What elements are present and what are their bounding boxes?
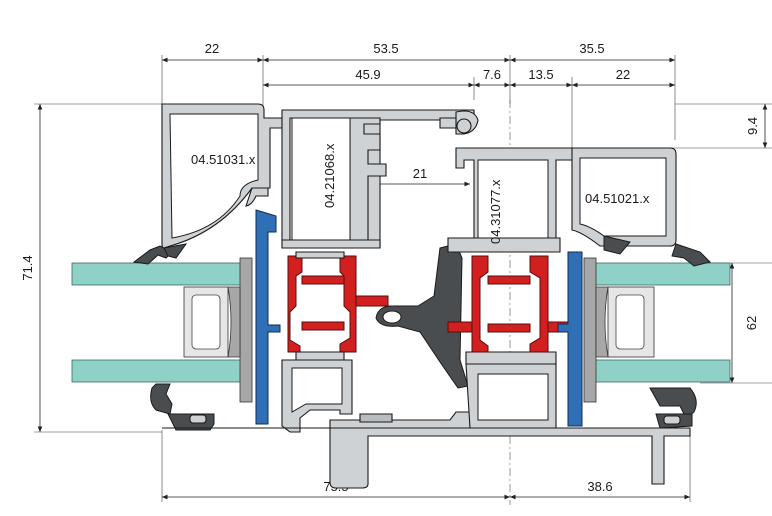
dim-62: 62 <box>744 316 759 330</box>
right-glass-unit <box>583 257 731 403</box>
left-bottom-seals <box>150 383 215 431</box>
left-sash-profile <box>281 109 479 433</box>
right-glazing-bead <box>557 251 583 427</box>
bottom-frame <box>162 411 691 489</box>
profile-label-right-outer: 04.51021.x <box>585 191 650 206</box>
profile-label-left-outer: 04.51031.x <box>191 152 256 167</box>
profile-label-left-sash: 04.21068.x <box>322 143 337 208</box>
central-gasket <box>375 243 469 389</box>
dim-7-6: 7.6 <box>483 67 501 82</box>
dim-71-4: 71.4 <box>20 255 35 280</box>
left-glazing-bead <box>255 209 281 425</box>
right-bottom-seals <box>649 387 697 429</box>
left-glass-unit <box>71 257 253 403</box>
right-outer-profile <box>571 147 711 267</box>
dim-38-6: 38.6 <box>587 479 612 494</box>
dim-13-5: 13.5 <box>528 67 553 82</box>
dim-21: 21 <box>413 166 427 181</box>
dim-top-22: 22 <box>205 41 219 56</box>
dimension-lines <box>37 57 768 500</box>
dim-top-53-5: 53.5 <box>373 41 398 56</box>
dim-45-9: 45.9 <box>355 67 380 82</box>
left-outer-profile <box>132 103 283 265</box>
profile-label-right-sash: 04.31077.x <box>488 179 503 244</box>
dim-9-4: 9.4 <box>745 117 760 135</box>
right-sash-profile <box>447 147 593 429</box>
dim-22-right: 22 <box>616 67 630 82</box>
left-thermal-break <box>287 251 389 361</box>
dim-top-35-5: 35.5 <box>579 41 604 56</box>
